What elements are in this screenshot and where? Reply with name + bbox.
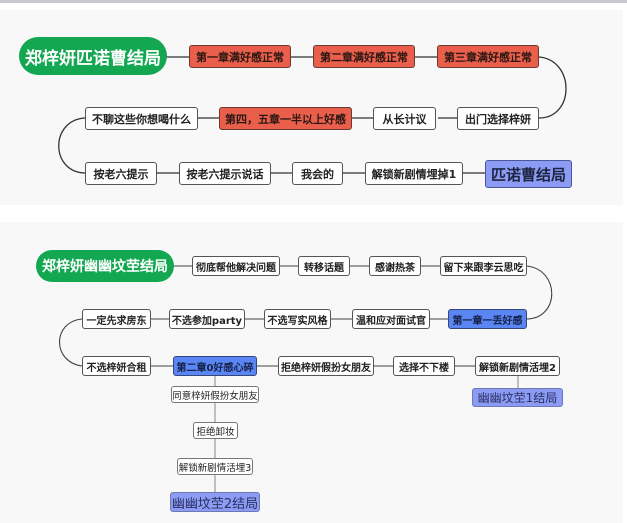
ending-node-grave-1[interactable]: 幽幽坟茔1结局 <box>472 388 563 407</box>
node-i-will[interactable]: 我会的 <box>292 162 343 185</box>
node-gentle-interviewer[interactable]: 温和应对面试官 <box>352 309 430 329</box>
node-unlock-story-1[interactable]: 解锁新剧情埋掉1 <box>365 162 463 185</box>
node-stay-eat-with-li[interactable]: 留下来跟李云思吃 <box>440 256 527 276</box>
node-what-to-drink[interactable]: 不聊这些你想喝什么 <box>85 107 198 130</box>
panel-separator <box>0 205 627 222</box>
ending-node-pinocchio[interactable]: 匹诺曹结局 <box>485 160 572 188</box>
node-change-topic[interactable]: 转移话题 <box>298 256 350 276</box>
node-chapter2-zero-favor[interactable]: 第二章0好感心碎 <box>173 356 257 376</box>
node-unlock-story-3[interactable]: 解锁新剧情活埋3 <box>177 458 253 475</box>
node-chapter3-full-favor[interactable]: 第三章满好感正常 <box>437 45 539 68</box>
node-think-it-over[interactable]: 从长计议 <box>373 107 436 130</box>
node-no-share-rent[interactable]: 不选梓妍合租 <box>82 356 151 376</box>
node-chapter4-5-half-favor[interactable]: 第四，五章一半以上好感 <box>219 107 352 130</box>
root-node-grave-ending[interactable]: 郑梓妍幽幽坟茔结局 <box>36 250 174 282</box>
node-chapter1-lose-favor[interactable]: 第一章一丢好感 <box>448 309 527 329</box>
node-refuse-fake-girlfriend[interactable]: 拒绝梓妍假扮女朋友 <box>278 356 374 376</box>
node-go-out-choose-ziyan[interactable]: 出门选择梓妍 <box>457 107 539 130</box>
ending-node-grave-2[interactable]: 幽幽坟茔2结局 <box>170 492 260 512</box>
node-ask-landlord[interactable]: 一定先求房东 <box>82 309 151 329</box>
node-no-realistic-style[interactable]: 不选写实风格 <box>264 309 331 329</box>
node-chapter2-full-favor[interactable]: 第二章满好感正常 <box>313 45 415 68</box>
node-chapter1-full-favor[interactable]: 第一章满好感正常 <box>189 45 291 68</box>
node-no-party[interactable]: 不选参加party <box>169 309 245 329</box>
node-speak-per-laoliu-hint[interactable]: 按老六提示说话 <box>179 162 271 185</box>
root-node-pinocchio-ending[interactable]: 郑梓妍匹诺曹结局 <box>19 37 167 75</box>
node-agree-fake-girlfriend[interactable]: 同意梓妍假扮女朋友 <box>171 386 259 403</box>
node-fully-help-solve[interactable]: 彻底帮他解决问题 <box>192 256 280 276</box>
top-border <box>0 0 627 3</box>
node-not-go-downstairs[interactable]: 选择不下楼 <box>393 356 455 376</box>
node-follow-laoliu-hint[interactable]: 按老六提示 <box>85 162 157 185</box>
node-thanks-hot-tea[interactable]: 感谢热茶 <box>369 256 421 276</box>
node-refuse-remove-makeup[interactable]: 拒绝卸妆 <box>193 422 238 439</box>
node-unlock-story-2[interactable]: 解锁新剧情活埋2 <box>475 356 560 376</box>
